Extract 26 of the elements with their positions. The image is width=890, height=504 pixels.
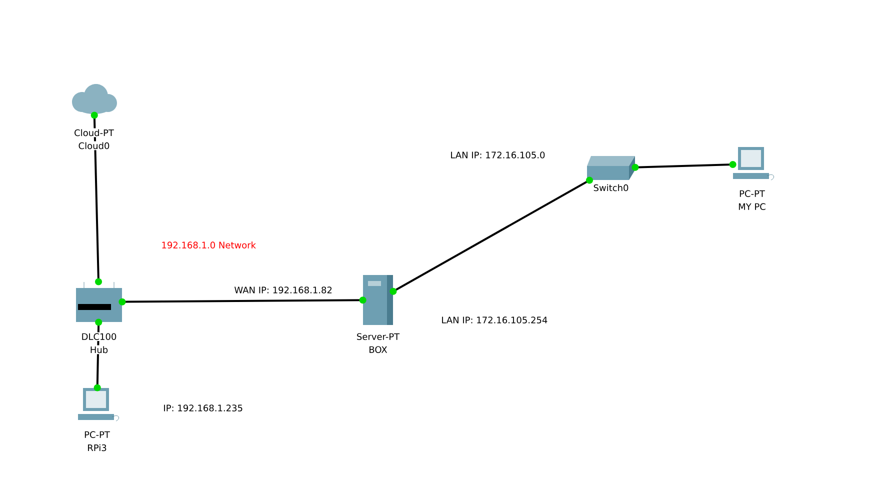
device-label: Cloud-PT — [74, 129, 114, 136]
cable — [90, 112, 102, 286]
cable — [390, 176, 593, 295]
computer-icon — [733, 147, 774, 180]
ip-label: WAN IP: 192.168.1.82 — [234, 286, 332, 294]
device-label: Hub — [90, 346, 108, 354]
device-label: BOX — [370, 346, 388, 353]
device-label: DLC100 — [82, 333, 116, 340]
device-label: MY PC — [738, 203, 766, 210]
cable — [94, 318, 102, 392]
device-label: Cloud0 — [78, 142, 110, 150]
device-label: PC-PT — [84, 431, 110, 438]
cable — [632, 161, 736, 171]
ip-label: LAN IP: 172.16.105.0 — [451, 152, 545, 158]
device-label: Switch0 — [594, 184, 628, 192]
device-label: PC-PT — [740, 190, 765, 197]
cable — [118, 296, 366, 306]
computer-icon — [78, 388, 119, 422]
ip-label: LAN IP: 172.16.105.254 — [442, 316, 548, 324]
device-label: Server-PT — [357, 333, 400, 340]
switch-icon — [587, 156, 635, 180]
server-icon — [363, 275, 393, 325]
ip-label: IP: 192.168.1.235 — [164, 404, 242, 412]
ip-label: 192.168.1.0 Network — [162, 242, 256, 248]
router-icon — [76, 282, 122, 322]
device-label: RPi3 — [88, 444, 106, 452]
